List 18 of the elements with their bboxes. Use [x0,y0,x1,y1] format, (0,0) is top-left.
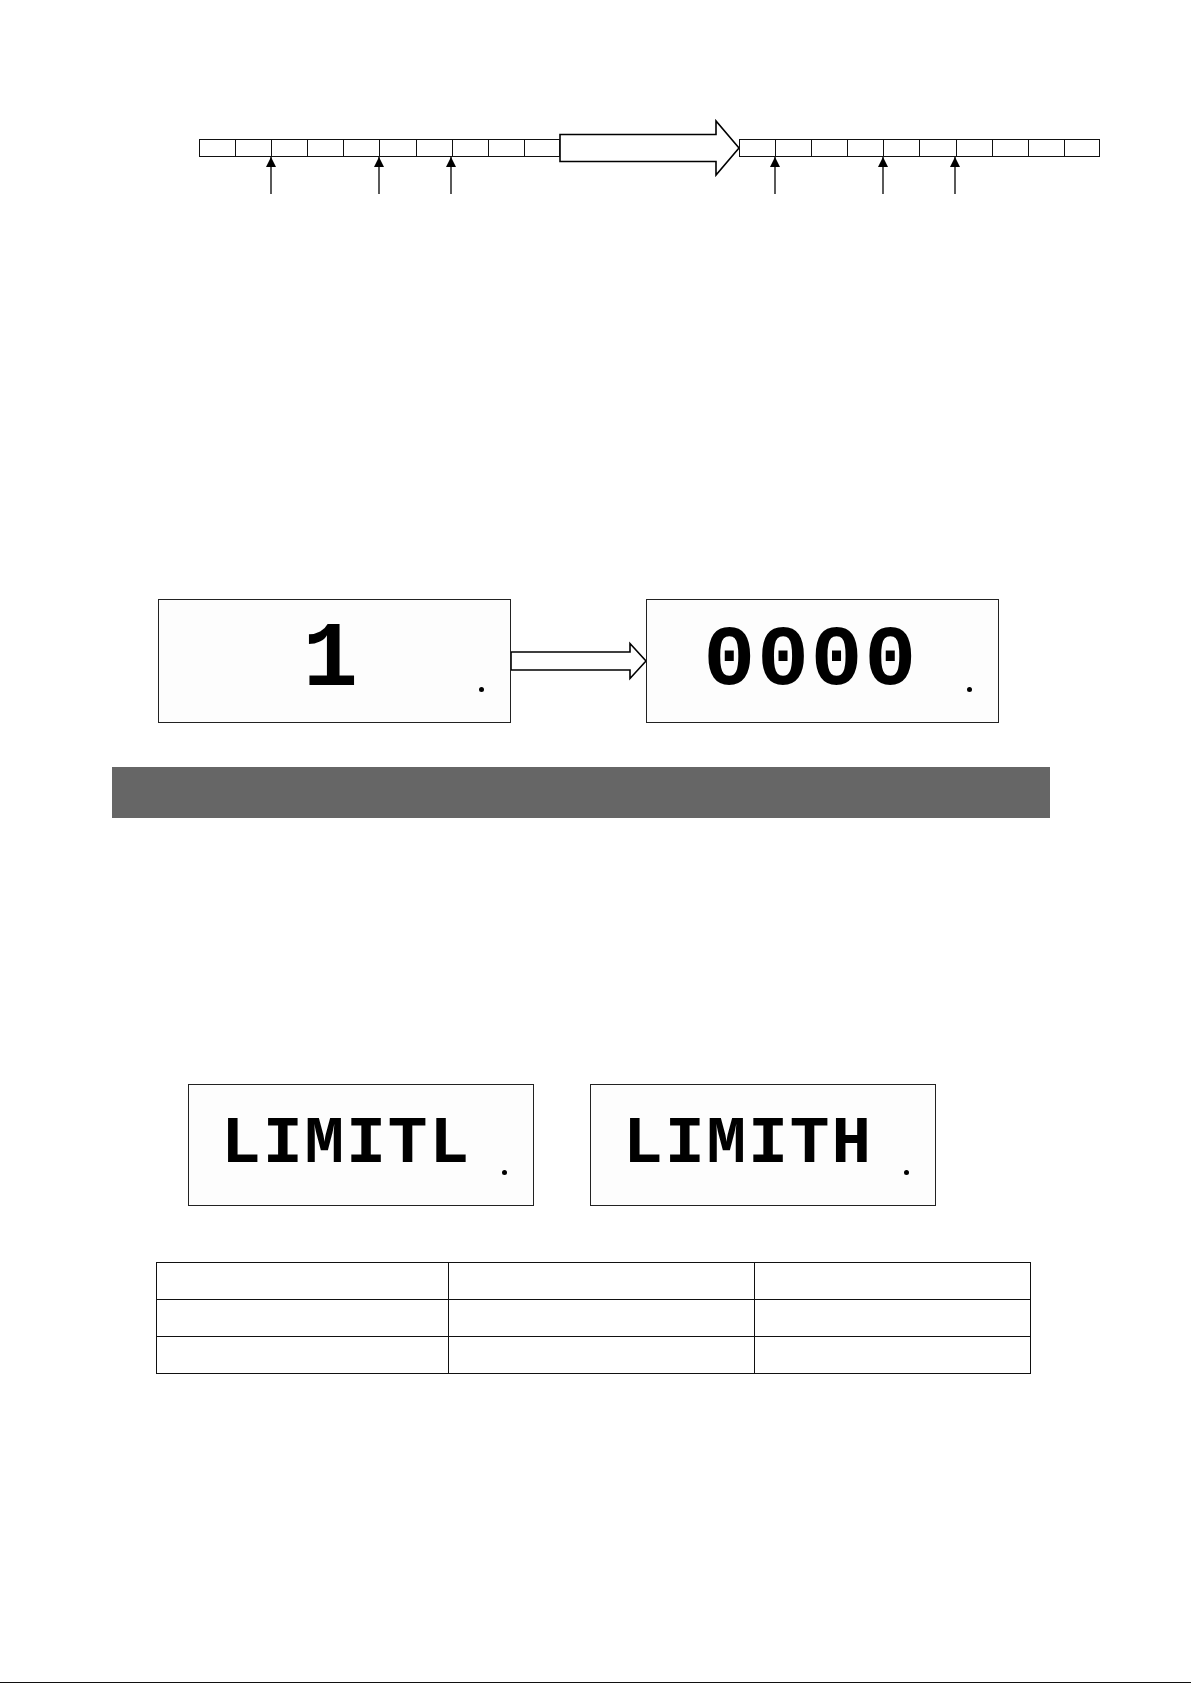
lcd-display [188,1084,534,1206]
pointer-arrow [266,156,276,195]
lcd-display [646,599,999,723]
display-reading: LIMITH [623,1112,873,1178]
pointer-arrow [878,156,888,195]
display-reading: 0000 [703,618,918,704]
display-reading: LIMITL [221,1112,471,1178]
pointer-arrow [950,156,960,195]
pointer-arrow [374,156,384,195]
register-strip [199,139,560,157]
display-reading: 1 [302,615,360,707]
pointer-arrow [446,156,456,195]
pointer-arrow [770,156,780,195]
register-strip [739,139,1100,157]
block-arrow [559,118,741,178]
lcd-display [158,599,511,723]
block-arrow [510,641,648,681]
lcd-display [590,1084,936,1206]
